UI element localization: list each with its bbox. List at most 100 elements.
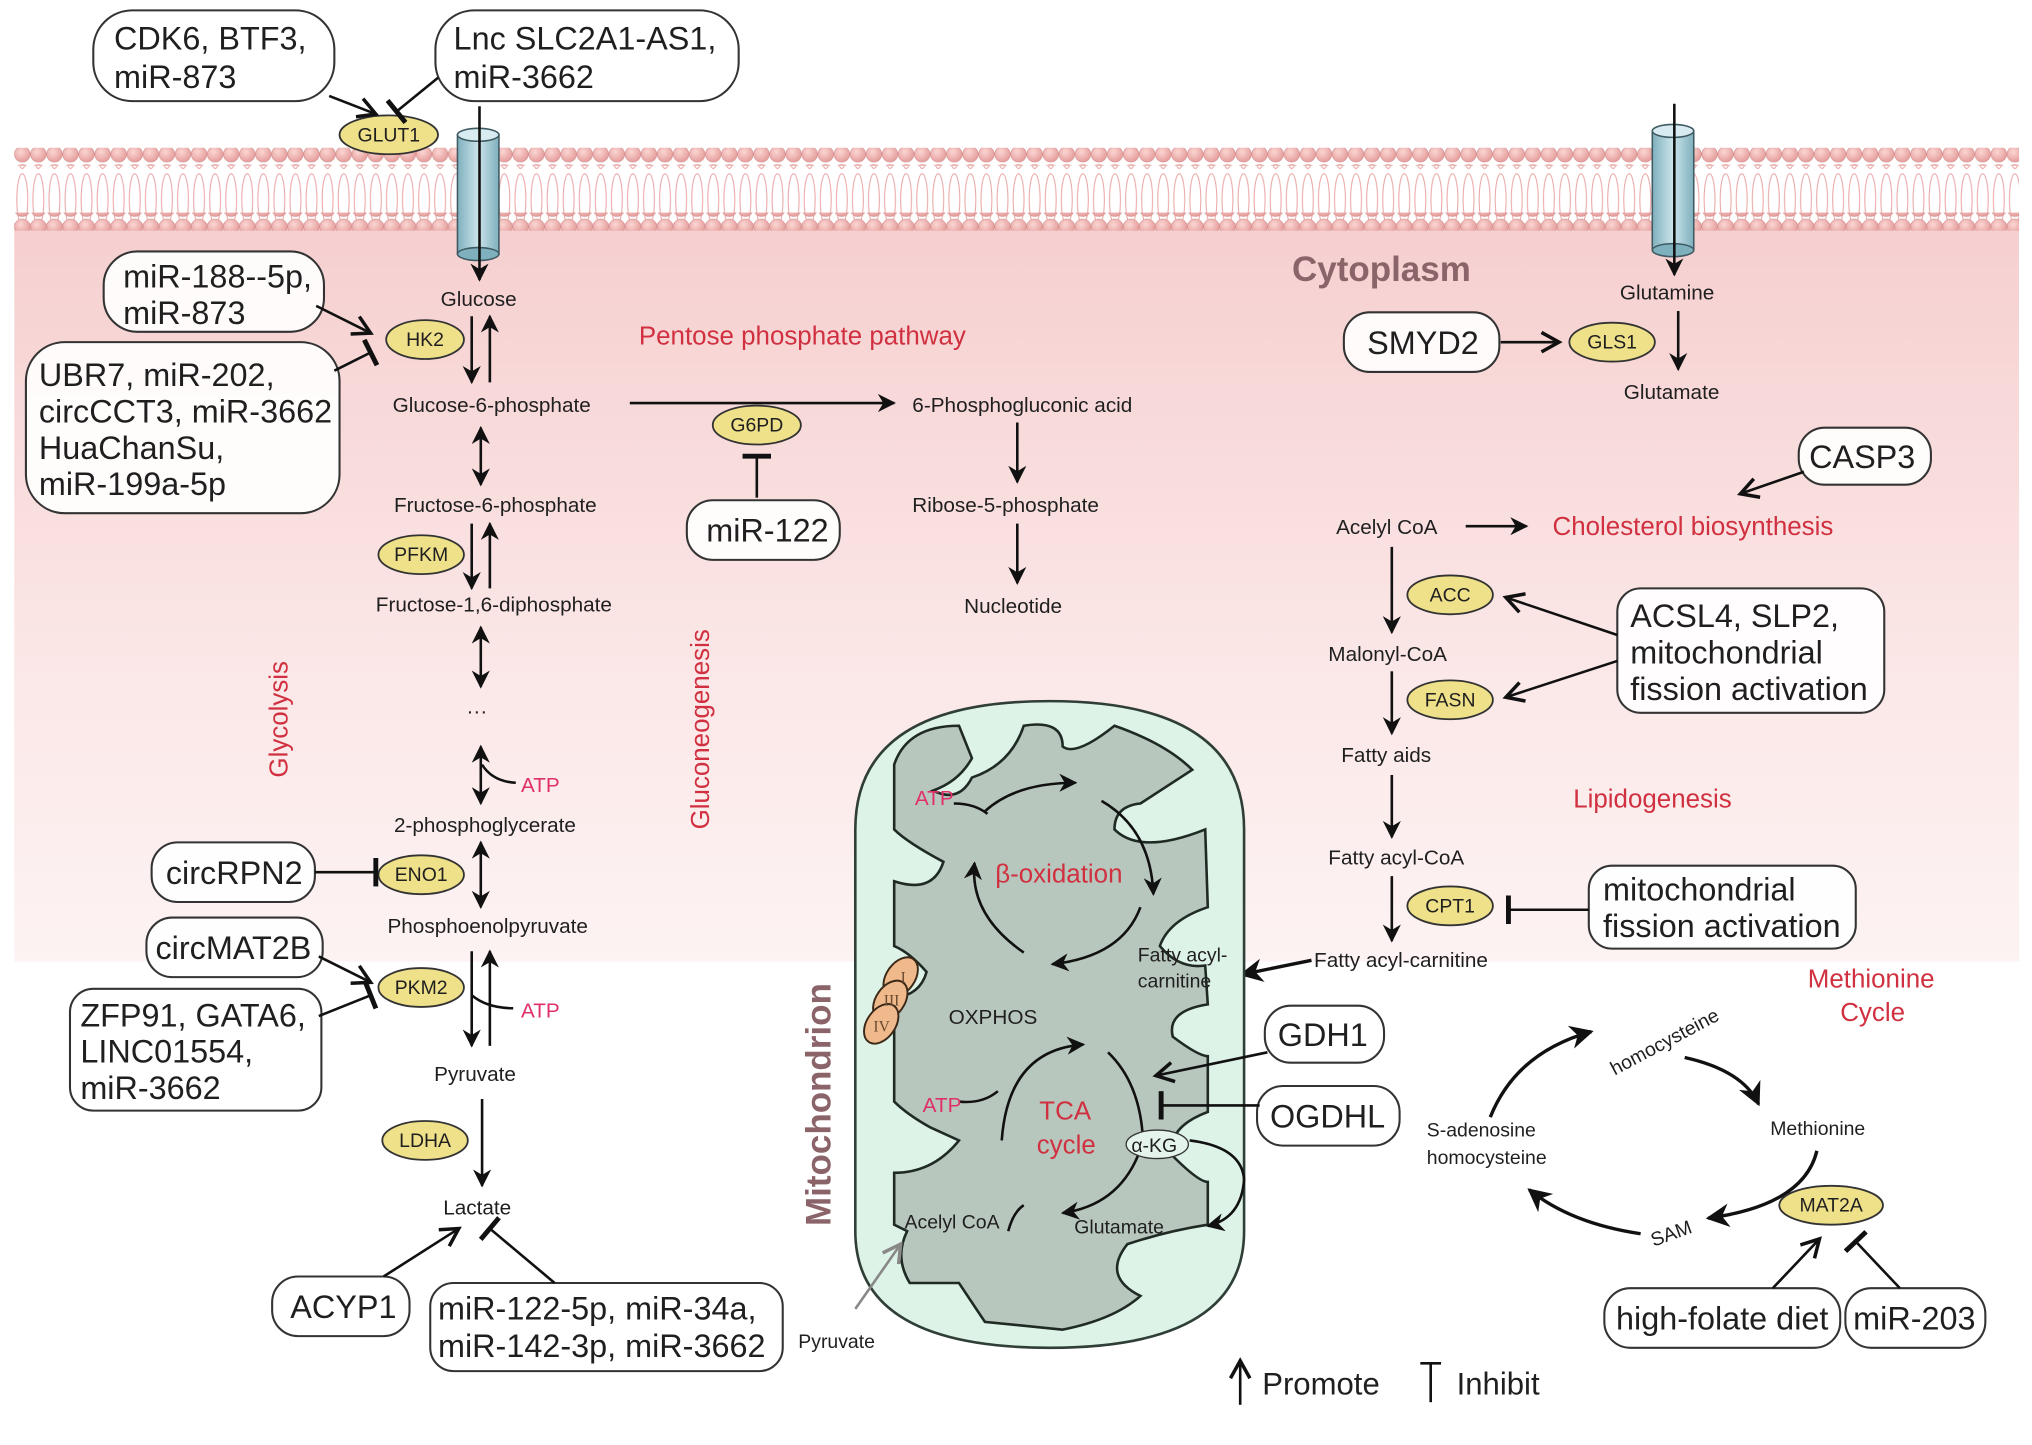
ribose-5-phosphate: Ribose-5-phosphate (912, 494, 1099, 517)
regulator-glut1-promoters[interactable]: CDK6, BTF3, miR-873 (92, 9, 336, 103)
svg-text:miR-142-3p, miR-3662: miR-142-3p, miR-3662 (438, 1328, 765, 1364)
regulator-glut1-inhibitors[interactable]: Lnc SLC2A1-AS1, miR-3662 (434, 9, 740, 103)
methionine: Methionine (1770, 1118, 1865, 1140)
glutamine: Glutamine (1620, 281, 1714, 304)
enzyme-pkm2[interactable]: PKM2 (377, 967, 465, 1008)
regulator-cholesterol-promoter[interactable]: CASP3 (1797, 426, 1932, 486)
regulator-mat2a-promoter[interactable]: high-folate diet (1603, 1287, 1842, 1349)
regulator-lactate-inhibitors[interactable]: miR-122-5p, miR-34a, miR-142-3p, miR-366… (429, 1281, 784, 1373)
atp-label-tca: ATP (923, 1094, 962, 1117)
atp-label-glycolysis-1: ATP (521, 774, 560, 797)
svg-text:PFKM: PFKM (394, 544, 448, 566)
s-adenosine-homocysteine-2: homocysteine (1427, 1147, 1547, 1169)
regulator-acc-fasn-promoters[interactable]: ACSL4, SLP2, mitochondrial fission activ… (1616, 587, 1886, 714)
regulator-mat2a-inhibitor[interactable]: miR-203 (1844, 1287, 1987, 1349)
homocysteine: homocysteine (1607, 1004, 1723, 1080)
svg-text:circMAT2B: circMAT2B (156, 930, 312, 966)
svg-text:FASN: FASN (1425, 689, 1476, 711)
svg-text:PKM2: PKM2 (395, 977, 448, 999)
regulator-eno1-inhibitor[interactable]: circRPN2 (150, 841, 316, 904)
lipidogenesis-label: Lipidogenesis (1573, 785, 1731, 813)
enzyme-eno1[interactable]: ENO1 (377, 854, 465, 896)
complex-i: I (901, 969, 906, 986)
enzyme-acc[interactable]: ACC (1406, 574, 1494, 616)
svg-text:circRPN2: circRPN2 (166, 855, 303, 891)
sam: SAM (1648, 1216, 1695, 1251)
regulator-pkm2-promoter[interactable]: circMAT2B (145, 916, 324, 979)
cholesterol-biosynthesis-label: Cholesterol biosynthesis (1553, 513, 1834, 541)
regulator-gls1-promoter[interactable]: SMYD2 (1342, 311, 1501, 373)
svg-text:miR-199a-5p: miR-199a-5p (39, 466, 226, 502)
mito-acetyl-coa: Acelyl CoA (905, 1212, 1000, 1234)
atp-label-glycolysis-2: ATP (521, 999, 560, 1022)
svg-text:GLUT1: GLUT1 (357, 124, 420, 146)
regulator-hk2-promoters[interactable]: miR-188--5p, miR-873 (102, 250, 326, 333)
regulator-lactate-promoter[interactable]: ACYP1 (271, 1275, 411, 1338)
svg-text:GLS1: GLS1 (1587, 332, 1637, 354)
svg-text:G6PD: G6PD (730, 415, 783, 437)
svg-text:HK2: HK2 (406, 329, 444, 351)
tca-label-2: cycle (1037, 1131, 1096, 1159)
mitochondrion: I III IV (854, 699, 1246, 1350)
enzyme-fasn[interactable]: FASN (1406, 679, 1494, 721)
mito-glutamate: Glutamate (1074, 1217, 1164, 1239)
enzyme-glut1[interactable]: GLUT1 (338, 114, 439, 156)
oxphos-label: OXPHOS (949, 1006, 1038, 1029)
6-phosphogluconic-acid: 6-Phosphogluconic acid (912, 394, 1132, 417)
regulator-pkm2-inhibitors[interactable]: ZFP91, GATA6, LINC01554, miR-3662 (68, 987, 323, 1112)
atp-label-beta-oxidation: ATP (915, 787, 954, 810)
2-phosphoglycerate: 2-phosphoglycerate (394, 814, 576, 837)
legend: Promote Inhibit (1228, 1357, 1540, 1405)
enzyme-hk2[interactable]: HK2 (385, 319, 465, 360)
complex-iii: III (884, 993, 900, 1010)
mito-fatty-acyl-carnitine-1: Fatty acyl- (1138, 945, 1228, 967)
svg-text:ENO1: ENO1 (395, 864, 448, 886)
svg-text:CDK6, BTF3,: CDK6, BTF3, (114, 20, 307, 56)
svg-text:fission activation: fission activation (1603, 908, 1841, 944)
glucose: Glucose (441, 288, 517, 311)
svg-text:ACSL4, SLP2,: ACSL4, SLP2, (1630, 598, 1839, 634)
legend-promote: Promote (1228, 1357, 1380, 1405)
glutamine-transporter-channel (1651, 123, 1695, 258)
regulator-tca-promoter[interactable]: GDH1 (1263, 1004, 1386, 1064)
enzyme-g6pd[interactable]: G6PD (711, 404, 802, 446)
regulator-tca-inhibitor[interactable]: OGDHL (1256, 1084, 1401, 1147)
svg-text:LINC01554,: LINC01554, (80, 1034, 253, 1070)
svg-text:OGDHL: OGDHL (1270, 1098, 1385, 1134)
legend-promote-label: Promote (1262, 1366, 1380, 1401)
svg-text:SMYD2: SMYD2 (1367, 325, 1479, 361)
svg-text:mitochondrial: mitochondrial (1603, 872, 1796, 908)
svg-text:miR-122: miR-122 (706, 513, 828, 549)
svg-text:miR-188--5p,: miR-188--5p, (123, 259, 312, 295)
svg-text:HuaChanSu,: HuaChanSu, (39, 430, 224, 466)
svg-text:ACYP1: ACYP1 (290, 1289, 396, 1325)
svg-text:MAT2A: MAT2A (1799, 1195, 1862, 1217)
enzyme-gls1[interactable]: GLS1 (1568, 321, 1656, 363)
svg-text:circCCT3, miR-3662: circCCT3, miR-3662 (39, 393, 332, 429)
svg-text:miR-122-5p, miR-34a,: miR-122-5p, miR-34a, (438, 1290, 756, 1326)
malonyl-coa: Malonyl-CoA (1328, 643, 1447, 666)
enzyme-ldha[interactable]: LDHA (381, 1120, 469, 1161)
svg-text:CASP3: CASP3 (1809, 439, 1915, 475)
mitochondrion-label: Mitochondrion (800, 983, 839, 1226)
pyruvate: Pyruvate (434, 1063, 516, 1086)
svg-text:Lnc SLC2A1-AS1,: Lnc SLC2A1-AS1, (454, 20, 717, 56)
lactate: Lactate (443, 1196, 511, 1219)
regulator-hk2-inhibitors[interactable]: UBR7, miR-202, circCCT3, miR-3662 HuaCha… (24, 341, 341, 515)
enzyme-mat2a[interactable]: MAT2A (1778, 1184, 1884, 1226)
svg-text:ZFP91, GATA6,: ZFP91, GATA6, (80, 997, 305, 1033)
legend-inhibit: Inhibit (1420, 1362, 1540, 1403)
svg-text:LDHA: LDHA (399, 1130, 451, 1152)
regulator-cpt1-inhibitor[interactable]: mitochondrial fission activation (1587, 864, 1857, 950)
svg-text:ACC: ACC (1430, 584, 1471, 606)
methionine-cycle-label-1: Methionine (1808, 966, 1935, 994)
glycolysis-label: Glycolysis (266, 661, 294, 778)
regulator-g6pd-inhibitor[interactable]: miR-122 (685, 499, 841, 561)
pentose-phosphate-pathway-label: Pentose phosphate pathway (639, 323, 966, 351)
svg-text:mitochondrial: mitochondrial (1630, 635, 1823, 671)
fatty-acids: Fatty aids (1341, 744, 1431, 767)
pathway-continuation: ··· (467, 700, 488, 723)
beta-oxidation-label: β-oxidation (995, 861, 1122, 889)
enzyme-pfkm[interactable]: PFKM (377, 534, 465, 576)
enzyme-cpt1[interactable]: CPT1 (1406, 885, 1494, 927)
